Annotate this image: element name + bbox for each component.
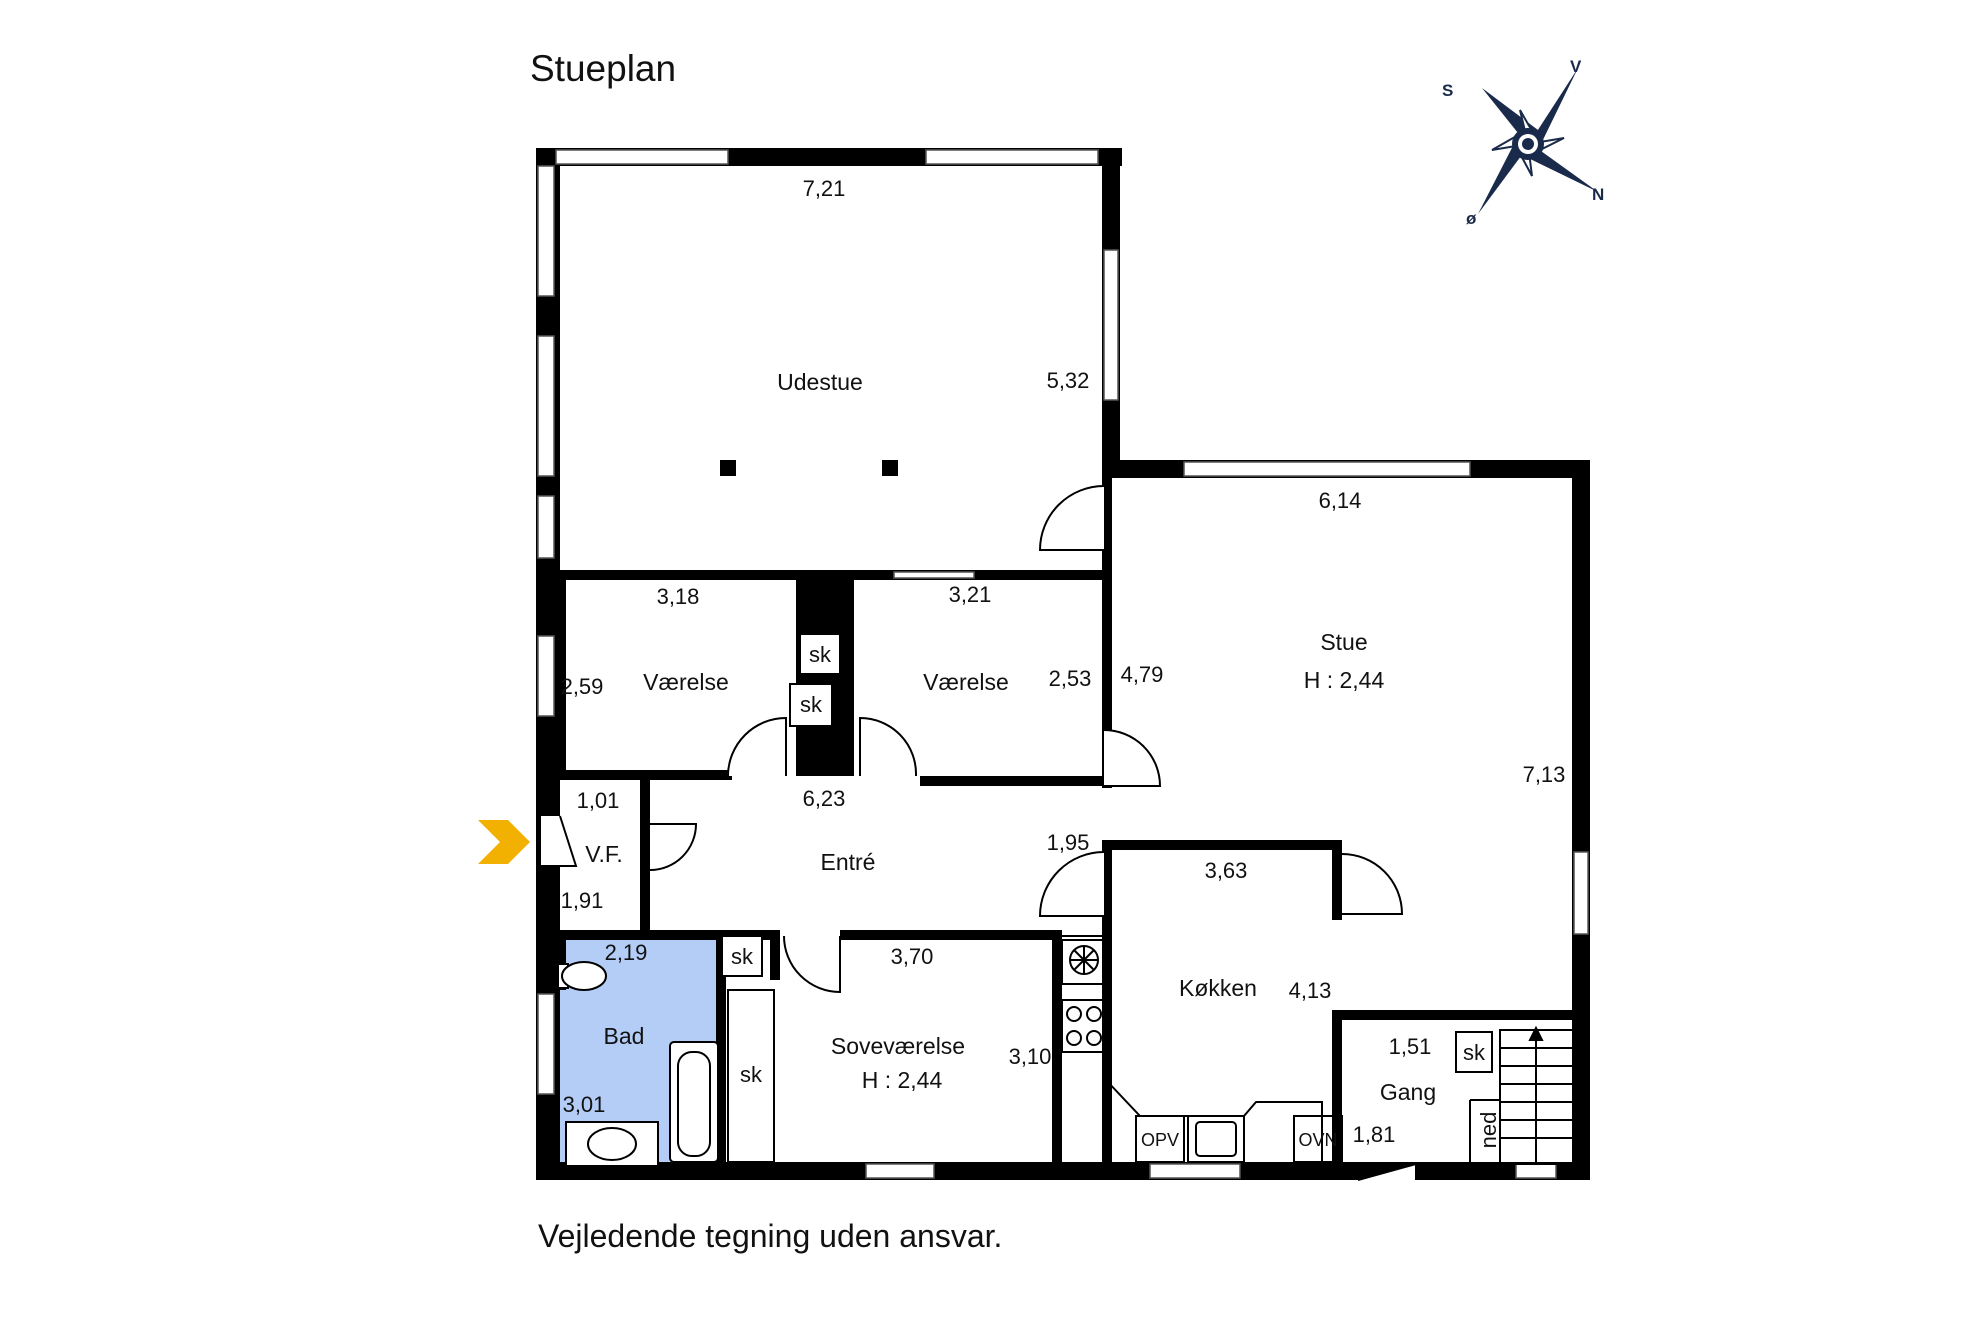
column [882, 460, 898, 476]
oven-label: OVN [1298, 1130, 1337, 1150]
entrance-arrow-icon [478, 820, 530, 864]
toilet-icon [557, 961, 607, 991]
closet-label: sk [1463, 1040, 1486, 1065]
page-title: Stueplan [530, 48, 677, 89]
dim-stue-height-2: 7,13 [1523, 762, 1566, 787]
windows [537, 149, 1589, 1179]
dim-gang-height: 1,81 [1353, 1122, 1396, 1147]
room-label-entre: Entré [821, 849, 876, 875]
dim-kokken-width: 3,63 [1205, 858, 1248, 883]
dim-sovevaerelse-height: 3,10 [1009, 1044, 1052, 1069]
dim-gang-width: 1,51 [1389, 1034, 1432, 1059]
column [720, 460, 736, 476]
room-label-sovevaerelse: Soveværelse [831, 1033, 965, 1059]
room-label-vaerelse-right: Værelse [923, 669, 1009, 695]
stairs-down-label: ned [1476, 1112, 1501, 1149]
closet-label: sk [731, 944, 754, 969]
bathtub-icon [669, 1041, 719, 1163]
dim-vaerelse-left-height: 2,59 [561, 674, 604, 699]
compass-o-label: ø [1466, 209, 1477, 228]
kitchen-counter [1058, 935, 1343, 1164]
room-label-stue: Stue [1320, 629, 1367, 655]
room-label-vf: V.F. [585, 841, 623, 867]
dim-udestue-height: 5,32 [1047, 368, 1090, 393]
dim-bad-width: 2,19 [605, 940, 648, 965]
fan-icon [1069, 945, 1099, 975]
dim-udestue-width: 7,21 [803, 176, 846, 201]
room-height-sovevaerelse: H : 2,44 [862, 1067, 943, 1093]
dim-vf-height: 1,91 [561, 888, 604, 913]
room-label-bad: Bad [604, 1023, 645, 1049]
compass-s-label: S [1442, 81, 1453, 100]
room-label-udestue: Udestue [777, 369, 863, 395]
dim-entre-height: 1,95 [1047, 830, 1090, 855]
dim-bad-height: 3,01 [563, 1092, 606, 1117]
dim-sovevaerelse-width: 3,70 [891, 944, 934, 969]
dim-stue-width: 6,14 [1319, 488, 1362, 513]
stove-icon [1066, 1006, 1102, 1046]
stairs-icon [1469, 1025, 1575, 1165]
room-label-vaerelse-left: Værelse [643, 669, 729, 695]
dim-kokken-height: 4,13 [1289, 978, 1332, 1003]
compass-n-label: N [1592, 185, 1604, 204]
sink-icon [565, 1121, 659, 1167]
doors [539, 485, 1417, 1181]
dim-entre-width: 6,23 [803, 786, 846, 811]
closets [721, 633, 1493, 1163]
compass-rose-icon [1478, 68, 1598, 214]
dim-vaerelse-right-width: 3,21 [949, 582, 992, 607]
closet-label: sk [740, 1062, 763, 1087]
dim-vaerelse-right-height: 2,53 [1049, 666, 1092, 691]
room-label-kokken: Køkken [1179, 975, 1257, 1001]
dishwasher-label: OPV [1141, 1130, 1179, 1150]
room-label-gang: Gang [1380, 1079, 1436, 1105]
closet-label: sk [809, 642, 832, 667]
dim-vf-width: 1,01 [577, 788, 620, 813]
room-height-stue: H : 2,44 [1304, 667, 1385, 693]
compass-v-label: V [1570, 57, 1582, 76]
dim-vaerelse-left-width: 3,18 [657, 584, 700, 609]
disclaimer-text: Vejledende tegning uden ansvar. [538, 1218, 1003, 1254]
dim-stue-height-1: 4,79 [1121, 662, 1164, 687]
closet-label: sk [800, 692, 823, 717]
